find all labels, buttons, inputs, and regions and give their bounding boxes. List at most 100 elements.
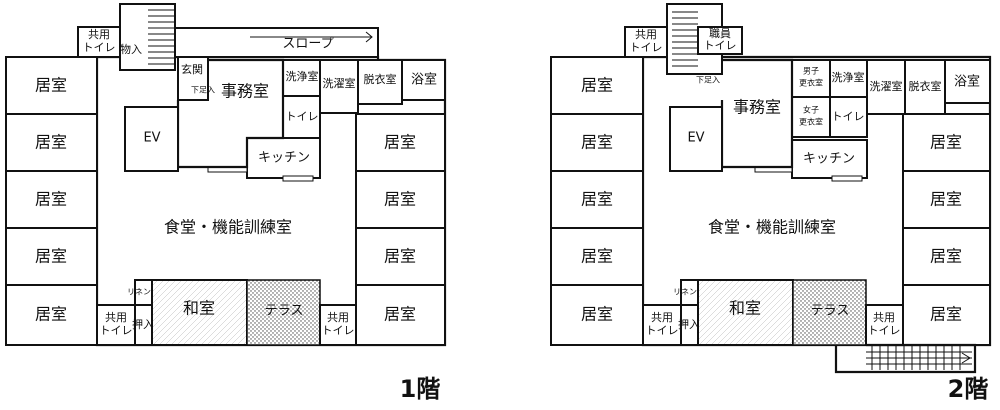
counter (282, 175, 314, 182)
shared-toilet-bottom-right (319, 304, 357, 346)
room-2-l1 (550, 56, 644, 115)
bath-label: 浴室 (411, 72, 437, 88)
room-label: 居室 (581, 133, 613, 152)
floor-1-right-rooms: 居室 居室 居室 居室 (355, 113, 446, 346)
laundry-label: 洗濯室 (870, 79, 903, 93)
toilet-room (829, 96, 868, 138)
shared-toilet-label: 共用 (635, 28, 657, 41)
room-label: 居室 (384, 190, 416, 209)
shared-toilet-label: 共用 (88, 28, 110, 41)
laundry-room (319, 59, 359, 114)
floor-1-bottom-strip: 共用 トイレ リネン庫 押入 和室 テラス 共用 トイレ (96, 279, 357, 346)
changing-label: 脱衣室 (364, 72, 397, 86)
stairs (119, 3, 176, 71)
shared-toilet-top (624, 26, 668, 58)
counter (831, 175, 863, 182)
kitchen-label: キッチン (258, 151, 310, 166)
tatami-label: 和室 (729, 299, 761, 318)
entrance-label: 玄関 (181, 62, 203, 76)
dining-label: 食堂・機能訓練室 (164, 218, 292, 237)
tatami-label: 和室 (183, 299, 215, 318)
room-2-r2 (902, 170, 991, 229)
room-label: 居室 (384, 247, 416, 266)
terrace (792, 279, 867, 346)
slope-label: スロープ (282, 37, 333, 52)
wash-label: 洗浄室 (286, 69, 319, 83)
room-label: 居室 (35, 133, 67, 152)
ev-shaft (124, 106, 179, 172)
room-label: 居室 (581, 190, 613, 209)
terrace (246, 279, 321, 346)
shared-toilet-label: トイレ (100, 324, 133, 337)
room-label: 居室 (930, 305, 962, 324)
room-label: 居室 (35, 76, 67, 95)
ev-label: EV (143, 131, 160, 146)
closet-label: 押入 (678, 317, 700, 331)
stair-treads (148, 9, 175, 65)
shoe-box-label: 下足入 (696, 76, 720, 85)
entrance (177, 56, 209, 101)
floor-1-title: 1階 (400, 375, 441, 403)
tatami-room (697, 279, 794, 346)
shoe-box-label: 下足入 (191, 86, 215, 95)
floor-1-service-block: 浴室 脱衣室 洗濯室 洗浄室 トイレ キッチン (207, 59, 446, 182)
laundry-label: 洗濯室 (323, 76, 356, 90)
wash-label: 洗浄室 (832, 70, 865, 84)
room-label: 居室 (930, 247, 962, 266)
linen-label: リネン庫 (127, 287, 159, 297)
room-label: 居室 (384, 133, 416, 152)
womens-locker-label: 女子 (803, 105, 819, 115)
office-label: 事務室 (733, 98, 781, 117)
toilet-label: トイレ (832, 110, 865, 123)
floor-2-plan: 居室 居室 居室 居室 居室 居室 居室 居室 居室 浴室 脱衣室 洗濯室 洗浄 (550, 3, 992, 403)
room-1-l2 (5, 113, 98, 172)
closet-label: 押入 (132, 317, 154, 331)
shared-toilet-label: 共用 (105, 311, 127, 324)
kitchen-label: キッチン (803, 152, 855, 167)
storage-label: 物入 (120, 42, 142, 56)
room-label: 居室 (35, 190, 67, 209)
shared-toilet-label: トイレ (868, 324, 901, 337)
shared-toilet-label: トイレ (322, 324, 355, 337)
shared-toilet-top (77, 26, 121, 58)
toilet-label: トイレ (286, 110, 319, 123)
room-1-r1 (355, 113, 446, 172)
shared-toilet-label: 共用 (873, 311, 895, 324)
external-stair (834, 343, 977, 374)
room-2-r4 (902, 284, 991, 346)
staff-toilet-label: 職員 (709, 27, 731, 40)
stair-treads (672, 11, 698, 67)
mens-locker-label: 更衣室 (799, 78, 823, 88)
floor-1-plan: 居室 居室 居室 居室 居室 居室 居室 居室 居室 浴室 脱衣室 洗濯室 洗浄 (5, 3, 447, 403)
shared-toilet-label: トイレ (83, 41, 116, 54)
room-label: 居室 (581, 305, 613, 324)
shared-toilet-bottom-right (865, 304, 904, 346)
terrace-label: テラス (811, 304, 850, 319)
bath-label: 浴室 (954, 74, 980, 90)
room-label: 居室 (930, 190, 962, 209)
room-1-r2 (355, 170, 446, 229)
slope (174, 27, 379, 58)
floor-2-service-block: 浴室 脱衣室 洗濯室 洗浄室 トイレ 男子 更衣室 女子 更衣室 キッチン (754, 59, 991, 182)
shared-toilet-label: 共用 (651, 311, 673, 324)
dining-label: 食堂・機能訓練室 (708, 218, 836, 237)
room-label: 居室 (581, 76, 613, 95)
womens-locker (791, 96, 831, 138)
room-label: 居室 (35, 247, 67, 266)
terrace-label: テラス (265, 304, 304, 319)
floor-2-bottom-strip: 共用 トイレ リネン庫 押入 和室 テラス 共用 トイレ (642, 279, 904, 346)
ev-label: EV (687, 131, 704, 146)
staff-toilet-label: トイレ (704, 39, 737, 52)
room-label: 居室 (930, 133, 962, 152)
room-2-l3 (550, 170, 644, 229)
room-label: 居室 (35, 305, 67, 324)
shared-toilet-label: トイレ (646, 324, 679, 337)
floor-2-title: 2階 (948, 375, 989, 403)
shared-toilet-label: トイレ (630, 41, 663, 54)
womens-locker-label: 更衣室 (799, 117, 823, 127)
floor-1-left-rooms: 居室 居室 居室 居室 居室 (5, 56, 98, 346)
office-label: 事務室 (221, 82, 269, 101)
changing-room (904, 59, 946, 115)
changing-room (357, 59, 403, 105)
